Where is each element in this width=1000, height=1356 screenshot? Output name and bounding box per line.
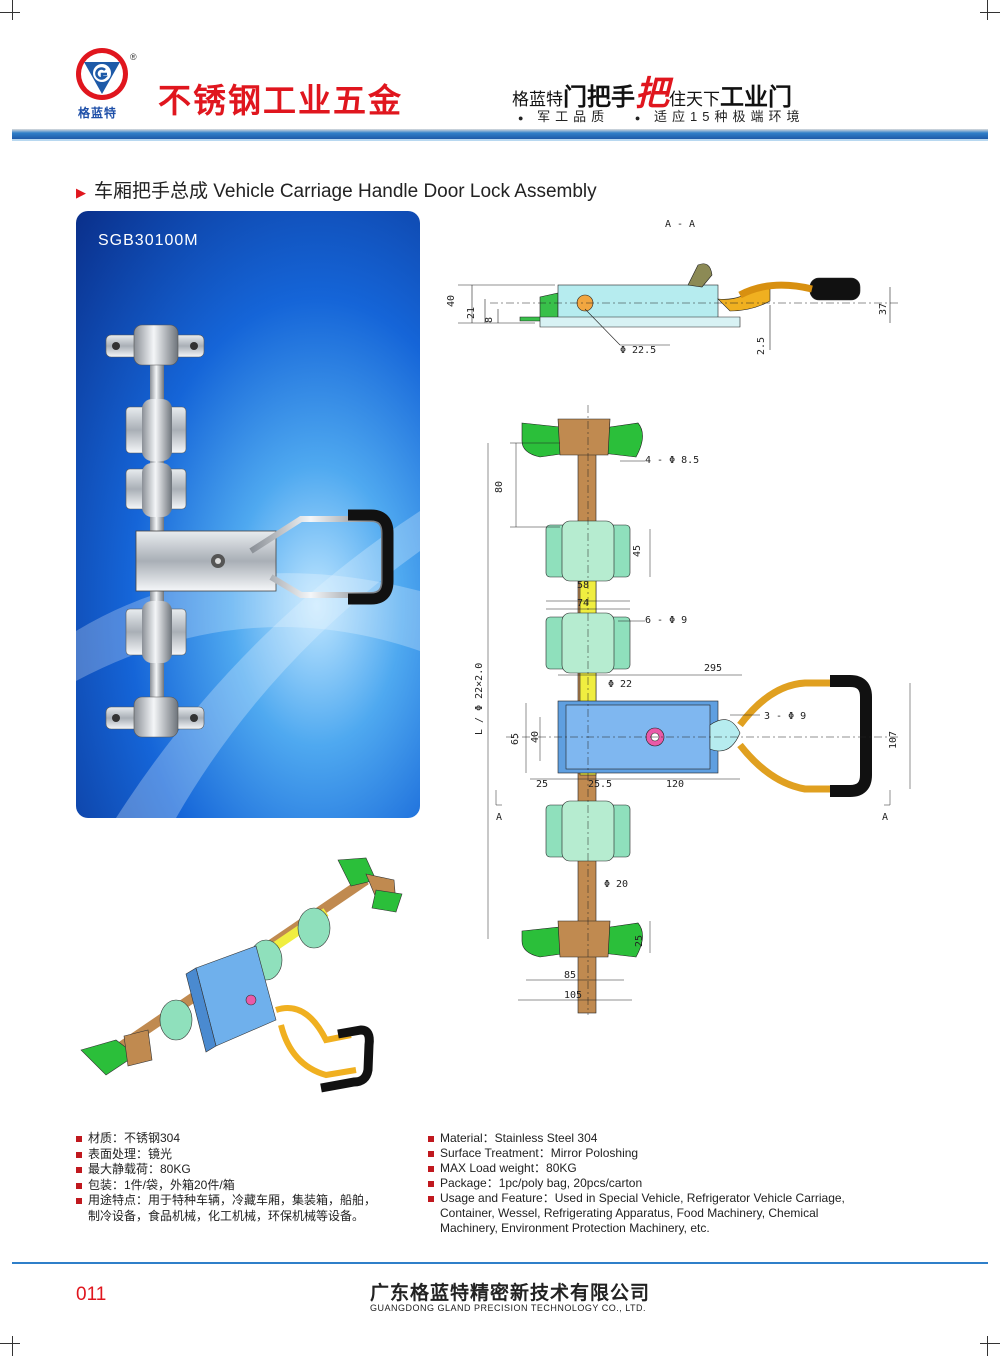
dim-25b: 25	[634, 935, 645, 947]
header-divider	[12, 129, 988, 139]
company-name-en: GUANGDONG GLAND PRECISION TECHNOLOGY CO.…	[370, 1303, 647, 1313]
spec-item: Surface Treatment：Mirror Poloshing	[428, 1146, 845, 1161]
footer-divider	[12, 1262, 988, 1264]
dim-105: 105	[564, 990, 582, 1001]
section-label: A - A	[665, 219, 695, 230]
dim-3-holes: 3 - Φ 9	[764, 711, 806, 722]
specs-chinese: 材质：不锈钢304 表面处理：镜光 最大静载荷：80KG 包装：1件/袋，外箱2…	[76, 1131, 376, 1224]
product-photo-illustration	[76, 324, 420, 818]
dim-40: 40	[446, 295, 457, 307]
slogan-part: 工业门	[720, 84, 792, 111]
header-tags: ● 军工品质 ● 适应15种极端环境	[518, 109, 805, 124]
tag-quality: 军工品质	[537, 109, 610, 124]
specs-english: Material：Stainless Steel 304 Surface Tre…	[428, 1131, 845, 1236]
section-mark-left: A	[496, 812, 502, 823]
dim-25-5: 25.5	[588, 779, 612, 790]
dim-21: 21	[466, 307, 477, 319]
crop-mark	[12, 1336, 13, 1356]
product-photo-panel: SGB30100M	[76, 211, 420, 818]
registered-mark: ®	[130, 52, 137, 62]
crop-mark	[987, 0, 988, 20]
spec-item: 材质：不锈钢304	[76, 1131, 376, 1147]
spec-item: MAX Load weight：80KG	[428, 1161, 845, 1176]
spec-item: 表面处理：镜光	[76, 1147, 376, 1163]
brand-name: 格蓝特	[78, 106, 118, 120]
company-name-cn: 广东格蓝特精密新技术有限公司	[370, 1283, 651, 1304]
dim-6-holes: 6 - Φ 9	[645, 615, 687, 626]
section-title-text: 车厢把手总成 Vehicle Carriage Handle Door Lock…	[94, 181, 597, 202]
slogan-part: 住天下	[669, 90, 720, 109]
dim-phi20: Φ 20	[604, 879, 628, 890]
dim-37: 37	[878, 303, 889, 315]
spec-item: Package：1pc/poly bag, 20pcs/carton	[428, 1176, 845, 1191]
header-divider-accent	[12, 139, 988, 141]
spec-item: Material：Stainless Steel 304	[428, 1131, 845, 1146]
dim-4-holes: 4 - Φ 8.5	[645, 455, 699, 466]
model-number: SGB30100M	[98, 232, 199, 249]
dim-8: 8	[484, 317, 495, 323]
technical-drawing: A - A 40 21 8 37 2.5 Φ 22.5	[446, 219, 911, 1015]
crop-mark	[980, 1343, 1000, 1344]
triangle-bullet-icon: ▶	[76, 185, 86, 200]
spec-item-continued: Machinery, Environment Protection Machin…	[440, 1221, 710, 1235]
product-3d-render	[80, 857, 403, 1093]
dim-295: 295	[704, 663, 722, 674]
tag-environment: 适应15种极端环境	[653, 109, 805, 124]
slogan-highlight: 把	[635, 74, 669, 114]
crop-mark	[987, 1336, 988, 1356]
dim-25a: 25	[536, 779, 548, 790]
dim-85: 85	[564, 970, 576, 981]
dim-74: 74	[577, 598, 589, 609]
slogan-part: 格蓝特	[512, 90, 563, 109]
dim-rod: L / Φ 22×2.0	[474, 663, 485, 735]
crop-mark	[12, 0, 13, 20]
brand-logo-icon	[76, 48, 128, 100]
dim-58: 58	[577, 580, 589, 591]
spec-item: 用途特点：用于特种车辆，冷藏车厢，集装箱，船舶，	[76, 1193, 376, 1209]
page-number: 011	[76, 1284, 107, 1305]
spec-item: 包装：1件/袋，外箱20件/箱	[76, 1178, 376, 1194]
dim-45: 45	[632, 545, 643, 557]
header-slogan: 格蓝特门把手把住天下工业门	[512, 66, 792, 115]
crop-mark	[0, 1343, 20, 1344]
dim-phi22-5: Φ 22.5	[620, 345, 656, 356]
dim-65: 65	[510, 733, 521, 745]
dim-40b: 40	[530, 731, 541, 743]
spec-item: 最大静载荷：80KG	[76, 1162, 376, 1178]
crop-mark	[980, 12, 1000, 13]
dim-phi22: Φ 22	[608, 679, 632, 690]
slogan-part: 门把手	[563, 84, 635, 111]
spec-item: Usage and Feature：Used in Special Vehicl…	[428, 1191, 845, 1206]
dim-120: 120	[666, 779, 684, 790]
dim-2-5: 2.5	[756, 337, 767, 355]
section-title: ▶ 车厢把手总成 Vehicle Carriage Handle Door Loc…	[76, 176, 597, 203]
spec-item-continued: 制冷设备，食品机械，化工机械，环保机械等设备。	[88, 1208, 365, 1223]
spec-item-continued: Container, Wessel, Refrigerating Apparat…	[440, 1206, 819, 1220]
section-mark-right: A	[882, 812, 888, 823]
header-title: 不锈钢工业五金	[158, 82, 403, 119]
dim-107: 107	[888, 731, 899, 749]
dim-80: 80	[494, 481, 505, 493]
crop-mark	[0, 12, 20, 13]
